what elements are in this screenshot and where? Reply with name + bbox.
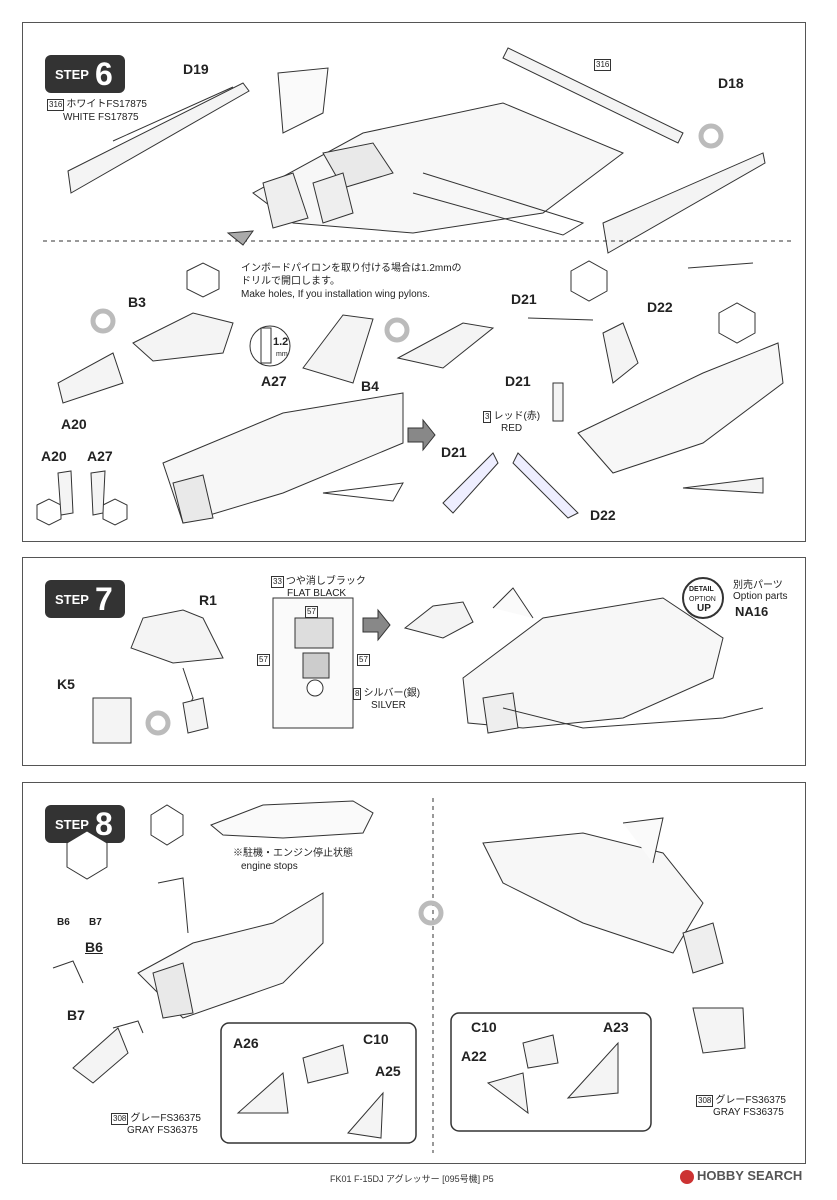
detail-up-3: UP (697, 603, 711, 614)
part-label-a26: A26 (233, 1035, 259, 1051)
sticker-label-b7: B7 (89, 917, 102, 928)
paint-white-num-b: 316 (594, 59, 612, 71)
part-label-b7: B7 (67, 1007, 85, 1023)
part-label-c10: C10 (363, 1031, 389, 1047)
option-en: Option parts (733, 591, 788, 602)
part-label-b6: B6 (85, 939, 103, 955)
drill-unit: mm (276, 351, 288, 358)
part-label-d21-c: D21 (441, 444, 467, 460)
paint-gray-en-b: GRAY FS36375 (713, 1107, 784, 1118)
marker-57-a: 57 (305, 606, 318, 618)
engine-note-en: engine stops (241, 861, 298, 872)
engine-note-jp: ※駐機・エンジン停止状態 (233, 848, 353, 859)
marker-57-b: 57 (257, 654, 270, 666)
step-7-drawing (92, 577, 764, 744)
step-8-panel: STEP 8 (22, 782, 806, 1164)
part-label-a20: A20 (61, 416, 87, 432)
option-jp: 別売パーツ (733, 580, 783, 591)
step-7-badge: STEP 7 (45, 580, 125, 618)
page-footer: FK01 F-15DJ アグレッサー [095号機] P5 (330, 1174, 494, 1184)
detail-up-2: OPTION (689, 596, 716, 603)
step-6-panel: STEP 6 (22, 22, 806, 542)
paint-red-en: RED (501, 423, 523, 434)
sticker-label-b6: B6 (57, 917, 70, 928)
part-label-d22-a: D22 (647, 299, 673, 315)
part-label-d18: D18 (718, 75, 744, 91)
drill-note-en: Make holes, If you installation wing pyl… (241, 289, 430, 300)
part-label-c10-b: C10 (471, 1019, 497, 1035)
drill-size: 1.2 (273, 336, 289, 348)
part-label-b4: B4 (361, 378, 379, 394)
watermark: HOBBY SEARCH (680, 1168, 802, 1184)
part-label-a25: A25 (375, 1063, 401, 1079)
part-label-a27-b: A27 (87, 448, 113, 464)
step-6-drawing (36, 47, 793, 526)
part-label-d21-b: D21 (505, 373, 531, 389)
part-label-a23: A23 (603, 1019, 629, 1035)
step-7-panel: STEP 7 (22, 557, 806, 766)
step-6-badge: STEP 6 (45, 55, 125, 93)
part-label-d22-b: D22 (590, 507, 616, 523)
marker-57-c: 57 (357, 654, 370, 666)
paint-white-en: WHITE FS17875 (63, 112, 139, 123)
option-code: NA16 (735, 604, 769, 619)
paint-silver-en: SILVER (371, 700, 406, 711)
part-label-r1: R1 (199, 592, 217, 608)
part-label-a20-b: A20 (41, 448, 67, 464)
paint-black-en: FLAT BLACK (287, 588, 347, 599)
part-label-k5: K5 (57, 676, 75, 692)
drill-note-jp-2: ドリルで開口します。 (241, 276, 340, 287)
part-label-a27: A27 (261, 373, 287, 389)
hobby-logo-icon (680, 1169, 694, 1184)
paint-gray-en: GRAY FS36375 (127, 1125, 198, 1136)
detail-up-1: DETAIL (689, 586, 714, 593)
part-label-a22: A22 (461, 1048, 487, 1064)
step-8-drawing (52, 798, 746, 1153)
part-label-d21-a: D21 (511, 291, 537, 307)
part-label-b3: B3 (128, 294, 146, 310)
part-label-d19: D19 (183, 61, 209, 77)
drill-note-jp-1: インボードパイロンを取り付ける場合は1.2mmの (241, 263, 462, 274)
